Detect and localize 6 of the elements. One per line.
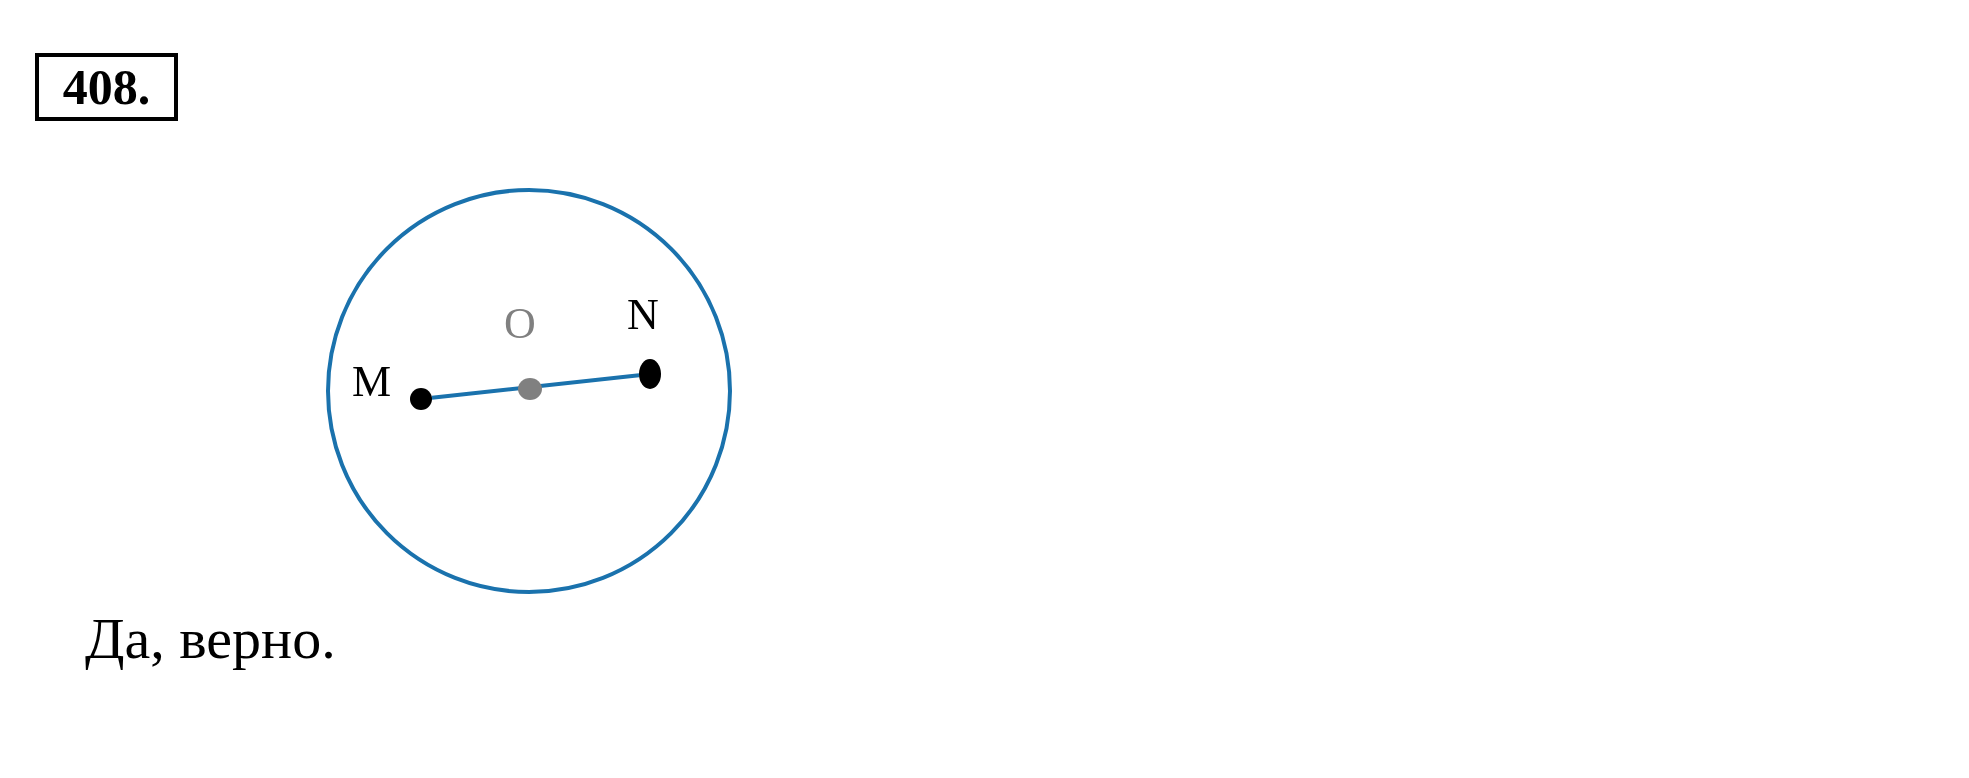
- answer-text: Да, верно.: [85, 605, 336, 672]
- point-label: O: [504, 302, 536, 346]
- point-label: M: [352, 360, 392, 404]
- line-segment: [431, 373, 640, 400]
- point-label: N: [627, 293, 659, 337]
- problem-number: 408.: [35, 53, 178, 121]
